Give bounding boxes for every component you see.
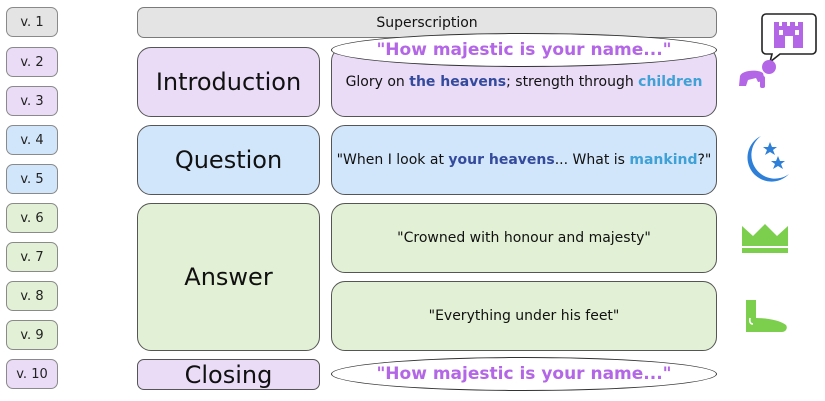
refrain-ellipse-top: "How majestic is your name..." [331, 33, 717, 67]
refrain-ellipse-bottom: "How majestic is your name..." [331, 357, 717, 391]
verse-label-9: v. 9 [6, 320, 58, 350]
verse-label-4: v. 4 [6, 125, 58, 155]
keyword-the-heavens: the heavens [409, 74, 507, 90]
superscription-bar: Superscription [137, 7, 717, 38]
introduction-text-2: ; strength through [506, 74, 639, 90]
crawling-baby-icon [739, 60, 776, 88]
verse-label-7: v. 7 [6, 242, 58, 272]
question-text-3: ?" [697, 152, 712, 168]
keyword-children: children [638, 74, 703, 90]
verse-label-5: v. 5 [6, 164, 58, 194]
introduction-line: Glory on the heavens; strength through c… [332, 68, 716, 96]
castle-speech-bubble-icon [761, 13, 817, 64]
section-answer: Answer [137, 203, 320, 351]
section-closing: Closing [137, 359, 320, 390]
question-text-1: "When I look at [336, 152, 449, 168]
crown-icon [742, 224, 788, 253]
verse-label-8: v. 8 [6, 281, 58, 311]
verse-label-10: v. 10 [6, 359, 58, 389]
question-text-2: ... What is [554, 152, 630, 168]
keyword-mankind: mankind [629, 152, 698, 168]
answer-crowned-box: "Crowned with honour and majesty" [331, 203, 717, 273]
section-introduction: Introduction [137, 47, 320, 117]
introduction-text-1: Glory on [345, 74, 410, 90]
moon-stars-icon [747, 136, 789, 182]
keyword-your-heavens: your heavens [448, 152, 555, 168]
verse-label-6: v. 6 [6, 203, 58, 233]
foot-icon [746, 300, 787, 332]
verse-label-2: v. 2 [6, 47, 58, 77]
answer-feet-box: "Everything under his feet" [331, 281, 717, 351]
verse-label-1: v. 1 [6, 7, 58, 37]
section-question: Question [137, 125, 320, 195]
question-content-box: "When I look at your heavens... What is … [331, 125, 717, 195]
verse-label-3: v. 3 [6, 86, 58, 116]
question-line: "When I look at your heavens... What is … [337, 152, 712, 168]
